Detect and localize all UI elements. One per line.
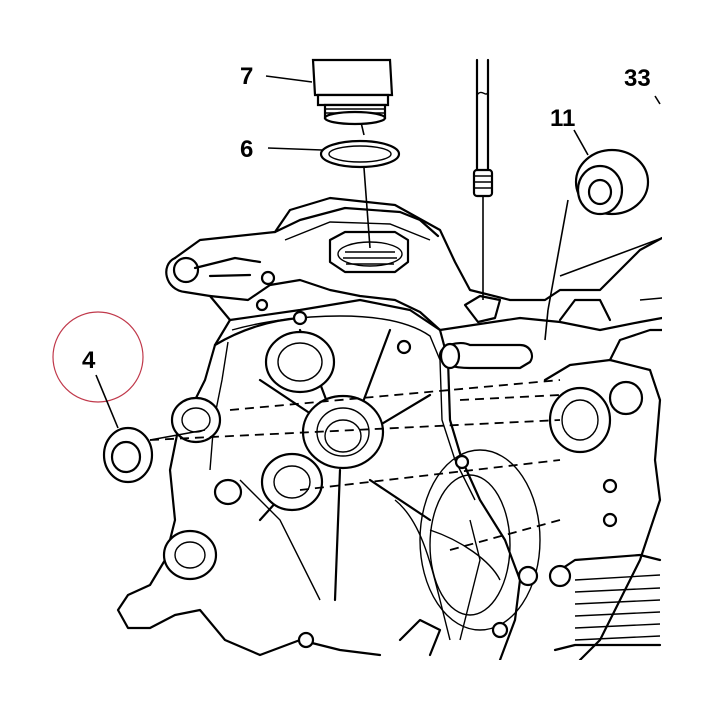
part-6-o-ring [319, 139, 401, 169]
callout-leaders [95, 75, 661, 429]
callout-6: 6 [240, 136, 253, 163]
part-4-seal [102, 426, 154, 484]
dipstick-rod [463, 58, 502, 324]
callout-4: 4 [82, 347, 96, 374]
callout-7: 7 [240, 63, 253, 90]
crankcase-housing [116, 196, 664, 662]
right-margin [662, 0, 720, 720]
part-11-seal [574, 148, 650, 216]
highlight-circle [52, 311, 144, 403]
callout-11: 11 [550, 105, 575, 132]
bottom-margin [0, 660, 720, 720]
callout-33: 33 [624, 65, 651, 92]
part-7-fitting [311, 58, 394, 126]
